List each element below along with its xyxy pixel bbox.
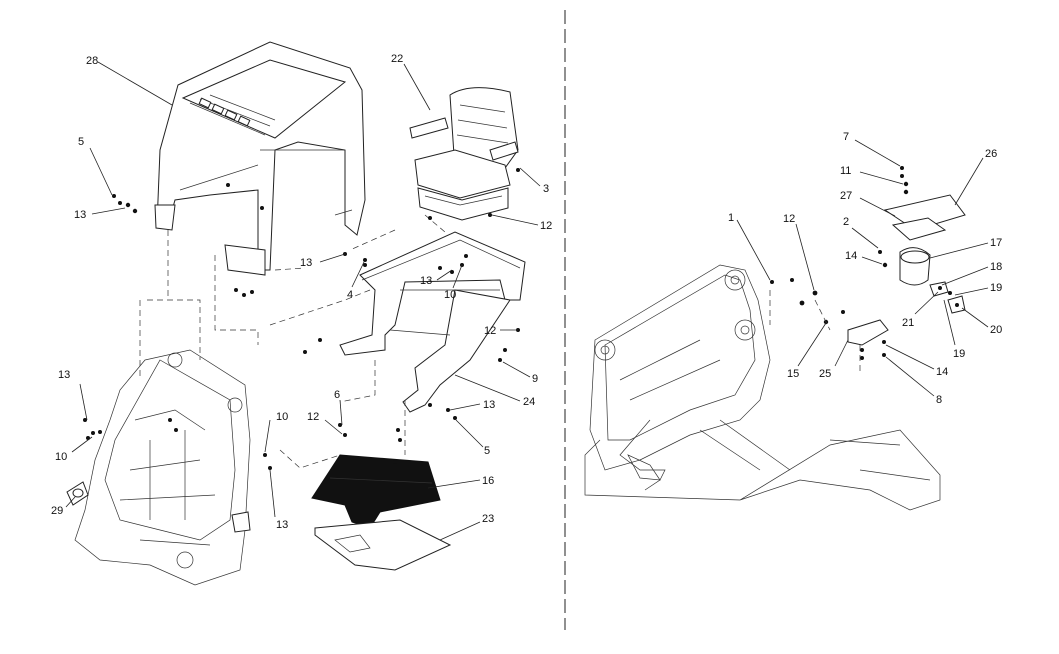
- hardware-bolts-left: [83, 168, 520, 470]
- callout-21: 21: [902, 317, 914, 329]
- callout-5-upper: 5: [78, 136, 84, 148]
- floor-mat: [311, 454, 441, 529]
- callout-3: 3: [543, 183, 549, 195]
- callout-23: 23: [482, 513, 494, 525]
- callout-14-upper: 14: [845, 250, 857, 262]
- callout-22: 22: [391, 53, 403, 65]
- callout-1: 1: [728, 212, 734, 224]
- callout-13-upper-left: 13: [74, 209, 86, 221]
- callout-2: 2: [843, 216, 849, 228]
- callout-8: 8: [936, 394, 942, 406]
- callout-7: 7: [843, 131, 849, 143]
- callout-13-frame: 13: [420, 275, 432, 287]
- floor-panel: [314, 519, 452, 571]
- callout-9: 9: [532, 373, 538, 385]
- callout-13-chassis: 13: [276, 519, 288, 531]
- callout-19-lower: 19: [953, 348, 965, 360]
- callouts: 28 5 13 22 3 12 13 4 13 10 12 9 24 13 13…: [51, 53, 1002, 541]
- callout-24: 24: [523, 396, 535, 408]
- callout-10-chassis: 10: [276, 411, 288, 423]
- callout-6: 6: [334, 389, 340, 401]
- callout-12-right: 12: [783, 213, 795, 225]
- callout-29: 29: [51, 505, 63, 517]
- callout-12-frame: 12: [484, 325, 496, 337]
- cab-canopy: [154, 41, 366, 276]
- seat-frame: [339, 231, 526, 413]
- chassis-frame: [74, 349, 251, 586]
- callout-26: 26: [985, 148, 997, 160]
- callout-28: 28: [86, 55, 98, 67]
- callout-11: 11: [840, 165, 851, 177]
- callout-27: 27: [840, 190, 852, 202]
- callout-15: 15: [787, 368, 799, 380]
- callout-20: 20: [990, 324, 1002, 336]
- callout-16: 16: [482, 475, 494, 487]
- callout-19-upper: 19: [990, 282, 1002, 294]
- callout-12-lower: 12: [307, 411, 319, 423]
- battery-disconnect-assembly: [847, 194, 966, 346]
- callout-14-lower: 14: [936, 366, 948, 378]
- callout-12-seat: 12: [540, 220, 552, 232]
- callout-10-left: 10: [55, 451, 67, 463]
- callout-25: 25: [819, 368, 831, 380]
- callout-13-left: 13: [58, 369, 70, 381]
- grommet: [66, 481, 89, 506]
- operator-seat: [409, 87, 519, 221]
- loader-arm-frame: [584, 264, 941, 511]
- callout-13-lower-right: 13: [483, 399, 495, 411]
- callout-5-lower: 5: [484, 445, 490, 457]
- callout-13-mid: 13: [300, 257, 312, 269]
- hardware-bolts-right: [770, 166, 959, 360]
- callout-17: 17: [990, 237, 1002, 249]
- callout-18: 18: [990, 261, 1002, 273]
- callout-4: 4: [347, 289, 353, 301]
- callout-10-frame: 10: [444, 289, 456, 301]
